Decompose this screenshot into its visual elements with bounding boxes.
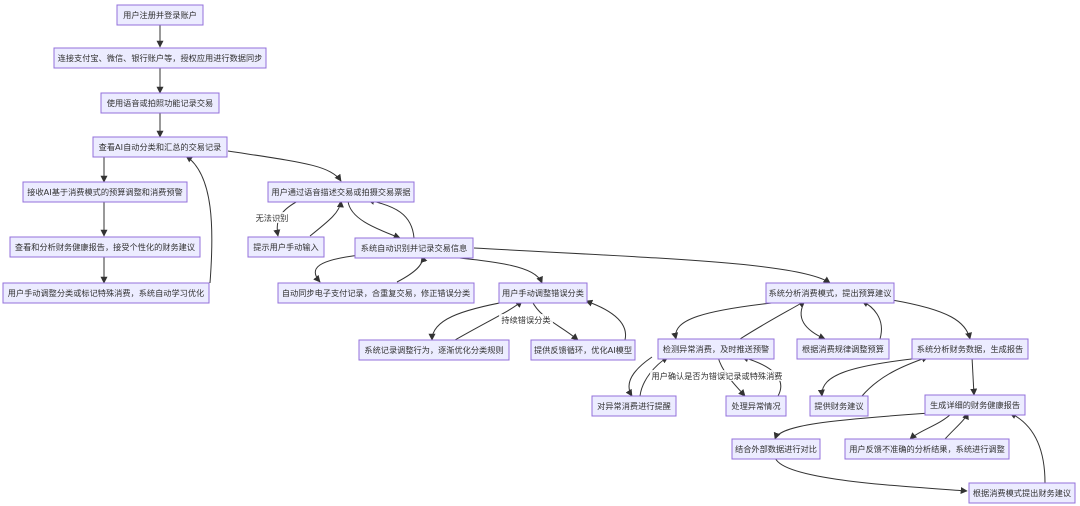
edge-analysis-to-report-gen: [891, 299, 972, 340]
node-connect-accounts: 连接支付宝、微信、银行账户等，授权应用进行数据同步: [53, 47, 267, 69]
edge-budget-adjust-back: [861, 300, 882, 340]
node-register-login-label: 用户注册并登录账户: [123, 10, 197, 20]
edge-view-to-voice-photo: [227, 150, 342, 182]
node-final-advice-label: 根据消费模式提出财务建议: [973, 488, 1071, 498]
edge-feedback-back: [585, 299, 626, 341]
edge-voice-to-auto-record: [347, 200, 401, 239]
node-anomaly-reminder-label: 对异常消费进行提醒: [597, 401, 671, 411]
node-auto-sync: 自动同步电子支付记录，合重复交易，修正错误分类: [277, 282, 475, 304]
node-voice-photo-record: 使用语音或拍照功能记录交易: [100, 92, 220, 114]
edge-anomaly-back: [739, 300, 806, 340]
edge-final-advice-loop: [1009, 412, 1046, 484]
edge-label-unrecognized: 无法识别: [254, 212, 290, 223]
node-health-report-label: 查看和分析财务健康报告，接受个性化的财务建议: [15, 242, 195, 252]
node-adjust-budget-label: 根据消费规律调整预算: [802, 344, 884, 354]
node-health-report: 查看和分析财务健康报告，接受个性化的财务建议: [9, 236, 201, 258]
edge-report-gen-to-detailed: [970, 356, 978, 396]
node-manual-classification: 用户手动调整错误分类: [498, 282, 588, 304]
node-auto-recognize-label: 系统自动识别并记录交易信息: [361, 243, 467, 253]
node-record-adjust-label: 系统记录调整行为，逐渐优化分类规则: [364, 345, 503, 355]
node-voice-photo-record-label: 使用语音或拍照功能记录交易: [107, 98, 213, 108]
node-user-feedback-adjust-label: 用户反馈不准确的分析结果，系统进行调整: [849, 444, 1005, 454]
node-auto-sync-label: 自动同步电子支付记录，合重复交易，修正错误分类: [282, 288, 470, 298]
edge-record-adjust-back: [454, 300, 523, 341]
node-auto-recognize: 系统自动识别并记录交易信息: [354, 237, 474, 259]
node-record-adjust: 系统记录调整行为，逐渐优化分类规则: [358, 339, 510, 361]
node-provide-advice-label: 提供财务建议: [814, 401, 863, 411]
edge-label-persistent-error-text: 持续错误分类: [501, 315, 550, 325]
node-manual-adjust-learn-label: 用户手动调整分类或标记特殊消费，系统自动学习优化: [8, 288, 205, 298]
edge-auto-record-to-analysis: [473, 247, 831, 284]
node-handle-anomaly: 处理异常情况: [725, 395, 787, 417]
node-view-ai-records-label: 查看AI自动分类和汇总的交易记录: [99, 142, 222, 152]
node-feedback-loop: 提供反馈循环，优化AI模型: [530, 339, 636, 361]
edge-label-user-confirm: 用户确认是否为错误记录或特殊消费: [650, 370, 784, 381]
node-detailed-report-label: 生成详细的财务健康报告: [930, 400, 1020, 410]
node-feedback-loop-label: 提供反馈循环，优化AI模型: [534, 345, 632, 355]
node-connect-accounts-label: 连接支付宝、微信、银行账户等，授权应用进行数据同步: [58, 53, 263, 63]
node-manual-classification-label: 用户手动调整错误分类: [502, 288, 584, 298]
edge-user-feedback-back: [944, 412, 969, 440]
edge-auto-record-to-sync: [313, 254, 361, 283]
edge-label-unrecognized-text: 无法识别: [256, 213, 289, 223]
edge-anomaly-to-reminder: [625, 356, 653, 397]
node-external-compare: 结合外部数据进行对比: [731, 438, 821, 460]
node-handle-anomaly-label: 处理异常情况: [731, 401, 780, 411]
node-external-compare-label: 结合外部数据进行对比: [735, 444, 817, 454]
edge-report-gen-to-advice: [817, 356, 931, 397]
node-budget-alert-label: 接收AI基于消费模式的预算调整和消费预警: [27, 187, 182, 197]
node-voice-photo-input-label: 用户通过语音描述交易或拍摄交易票据: [271, 187, 410, 197]
node-user-feedback-adjust: 用户反馈不准确的分析结果，系统进行调整: [844, 438, 1010, 460]
edge-analysis-to-budget-adjust: [800, 300, 826, 340]
node-spending-analysis: 系统分析消费模式，提出预算建议: [765, 282, 895, 304]
edge-manual-class-to-record-adjust: [428, 300, 511, 341]
node-view-ai-records: 查看AI自动分类和汇总的交易记录: [92, 136, 228, 158]
node-register-login: 用户注册并登录账户: [116, 4, 204, 26]
node-generate-report: 系统分析财务数据，生成报告: [911, 338, 1029, 360]
node-prompt-manual-input: 提示用户手动输入: [247, 236, 325, 258]
node-manual-adjust-learn: 用户手动调整分类或标记特殊消费，系统自动学习优化: [2, 282, 210, 304]
edge-advice-back: [861, 355, 929, 397]
node-detailed-report: 生成详细的财务健康报告: [924, 394, 1026, 416]
node-budget-alert: 接收AI基于消费模式的预算调整和消费预警: [22, 181, 188, 203]
edge-external-to-final-advice: [774, 456, 968, 495]
node-prompt-manual-input-label: 提示用户手动输入: [253, 242, 319, 252]
edge-sync-back: [396, 255, 428, 283]
edge-auto-record-back: [367, 197, 415, 239]
node-anomaly-detect-label: 检测异常消费，及时推送预警: [663, 344, 769, 354]
edge-manual-adjust-loop: [185, 155, 213, 284]
node-generate-report-label: 系统分析财务数据，生成报告: [917, 344, 1023, 354]
edge-auto-record-to-manual-class: [439, 255, 543, 284]
edge-prompt-manual-back: [309, 200, 344, 237]
edge-analysis-to-anomaly: [671, 300, 791, 340]
node-spending-analysis-label: 系统分析消费模式，提出预算建议: [769, 288, 892, 298]
edge-detailed-to-external: [773, 412, 931, 440]
edge-label-user-confirm-text: 用户确认是否为错误记录或特殊消费: [651, 371, 782, 381]
edge-detailed-to-user-feedback: [909, 412, 953, 440]
node-final-advice: 根据消费模式提出财务建议: [968, 482, 1076, 504]
node-voice-photo-input: 用户通过语音描述交易或拍摄交易票据: [267, 181, 415, 203]
node-anomaly-reminder: 对异常消费进行提醒: [591, 395, 677, 417]
node-provide-advice: 提供财务建议: [809, 395, 869, 417]
node-adjust-budget: 根据消费规律调整预算: [796, 338, 890, 360]
node-anomaly-detect: 检测异常消费，及时推送预警: [657, 338, 775, 360]
edge-label-persistent-error: 持续错误分类: [499, 314, 553, 325]
